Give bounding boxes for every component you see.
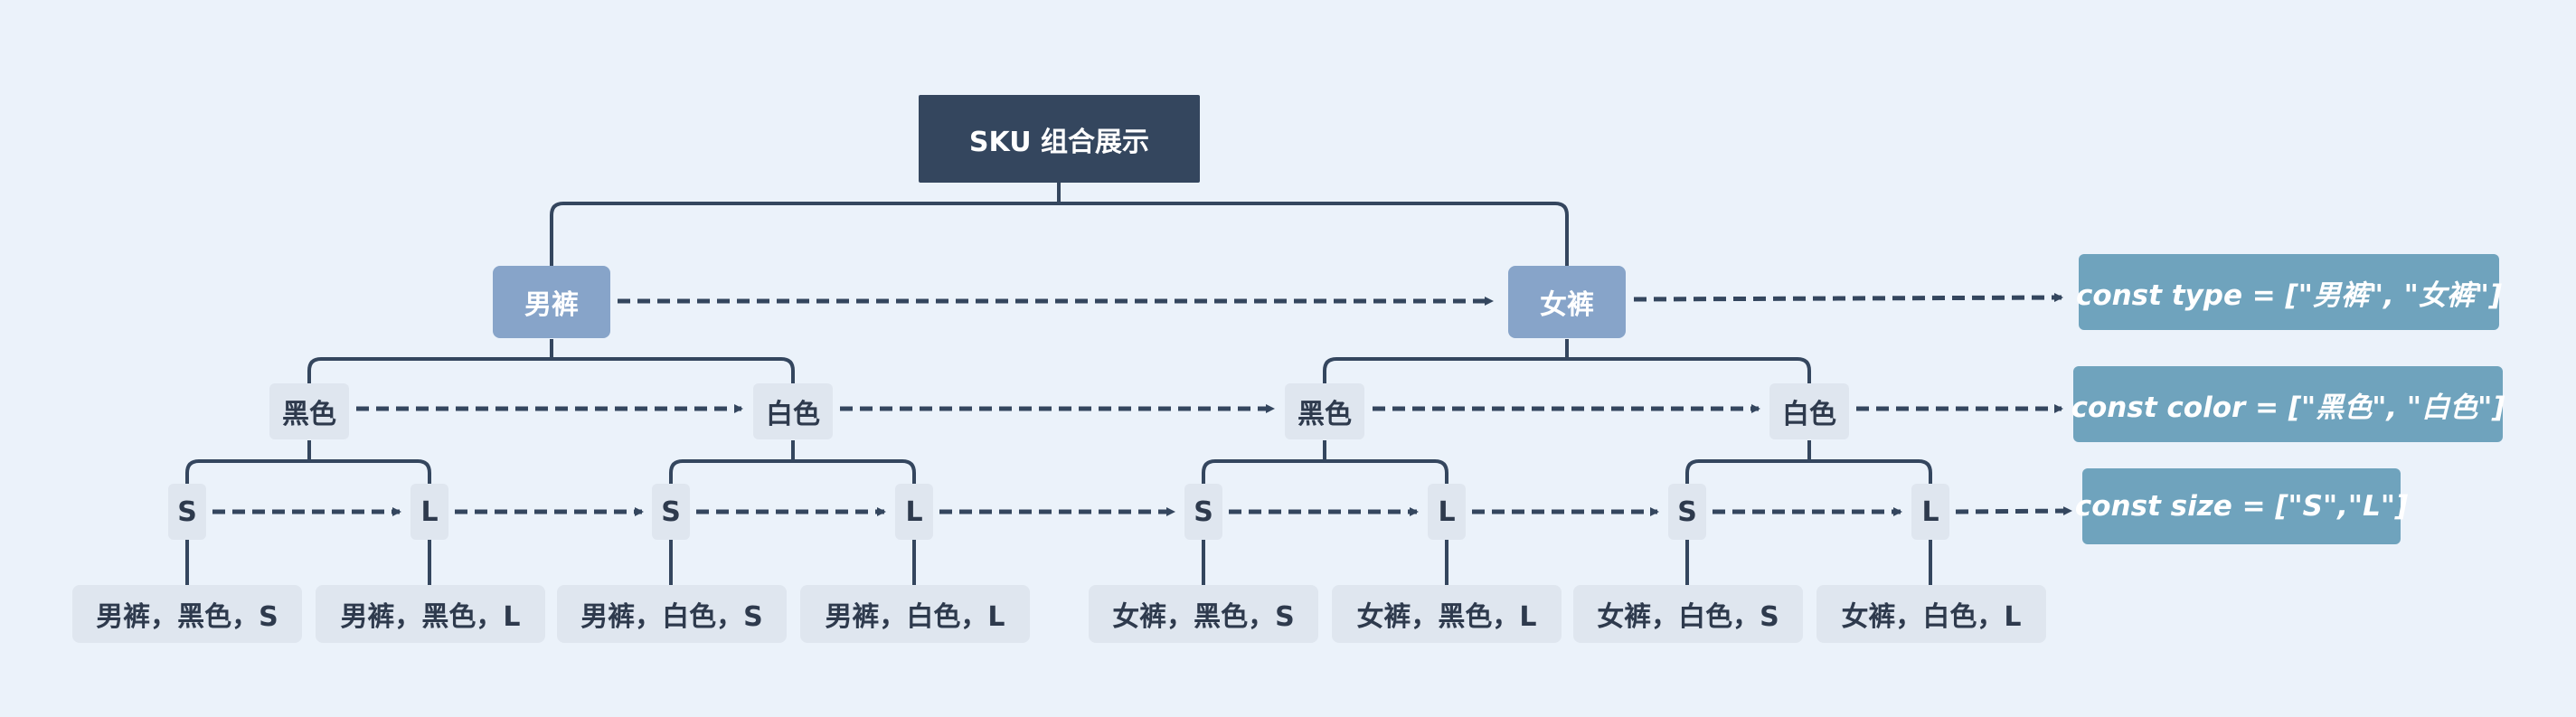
root-node: SKU 组合展示: [919, 95, 1200, 183]
combination-leaf: 男裤，黑色，L: [316, 585, 545, 643]
arrow-type-women-code: [1633, 293, 2063, 303]
combination-leaf: 女裤，白色，S: [1573, 585, 1803, 643]
connector-color-4: [1685, 440, 1932, 484]
color-node: 黑色: [1285, 383, 1364, 439]
size-node: L: [1428, 484, 1466, 540]
size-node: L: [1911, 484, 1949, 540]
tree-connectors: [185, 183, 1932, 586]
connector-root: [550, 183, 1569, 267]
color-node: 白色: [1769, 383, 1849, 439]
dashed-arrows: [212, 293, 2072, 516]
size-node: S: [1668, 484, 1706, 540]
combination-leaf: 女裤，黑色，S: [1089, 585, 1318, 643]
connector-size-leaf: [185, 540, 1932, 586]
combination-leaf: 女裤，黑色，L: [1332, 585, 1562, 643]
size-node: L: [895, 484, 933, 540]
size-node: S: [168, 484, 206, 540]
combination-leaf: 女裤，白色，L: [1816, 585, 2046, 643]
combination-leaf: 男裤，白色，L: [800, 585, 1030, 643]
connector-color-2: [669, 440, 916, 484]
color-node: 黑色: [269, 383, 349, 439]
size-node: S: [652, 484, 690, 540]
code-color: const color = ["黑色", "白色"]: [2071, 366, 2505, 442]
color-node: 白色: [753, 383, 833, 439]
code-size: const size = ["S","L"]: [2075, 468, 2408, 544]
combination-leaf: 男裤，黑色，S: [72, 585, 302, 643]
size-node: L: [410, 484, 448, 540]
type-node-men: 男裤: [493, 266, 610, 338]
type-node-women: 女裤: [1508, 266, 1626, 338]
size-node: S: [1184, 484, 1222, 540]
connector-men: [307, 339, 795, 386]
combination-leaf: 男裤，白色，S: [557, 585, 787, 643]
connector-color-3: [1202, 440, 1448, 484]
connector-women: [1323, 339, 1811, 386]
connector-color-1: [185, 440, 431, 484]
arrow-size-8-code: [1955, 506, 2072, 516]
code-type: const type = ["男裤", "女裤"]: [2076, 254, 2502, 330]
